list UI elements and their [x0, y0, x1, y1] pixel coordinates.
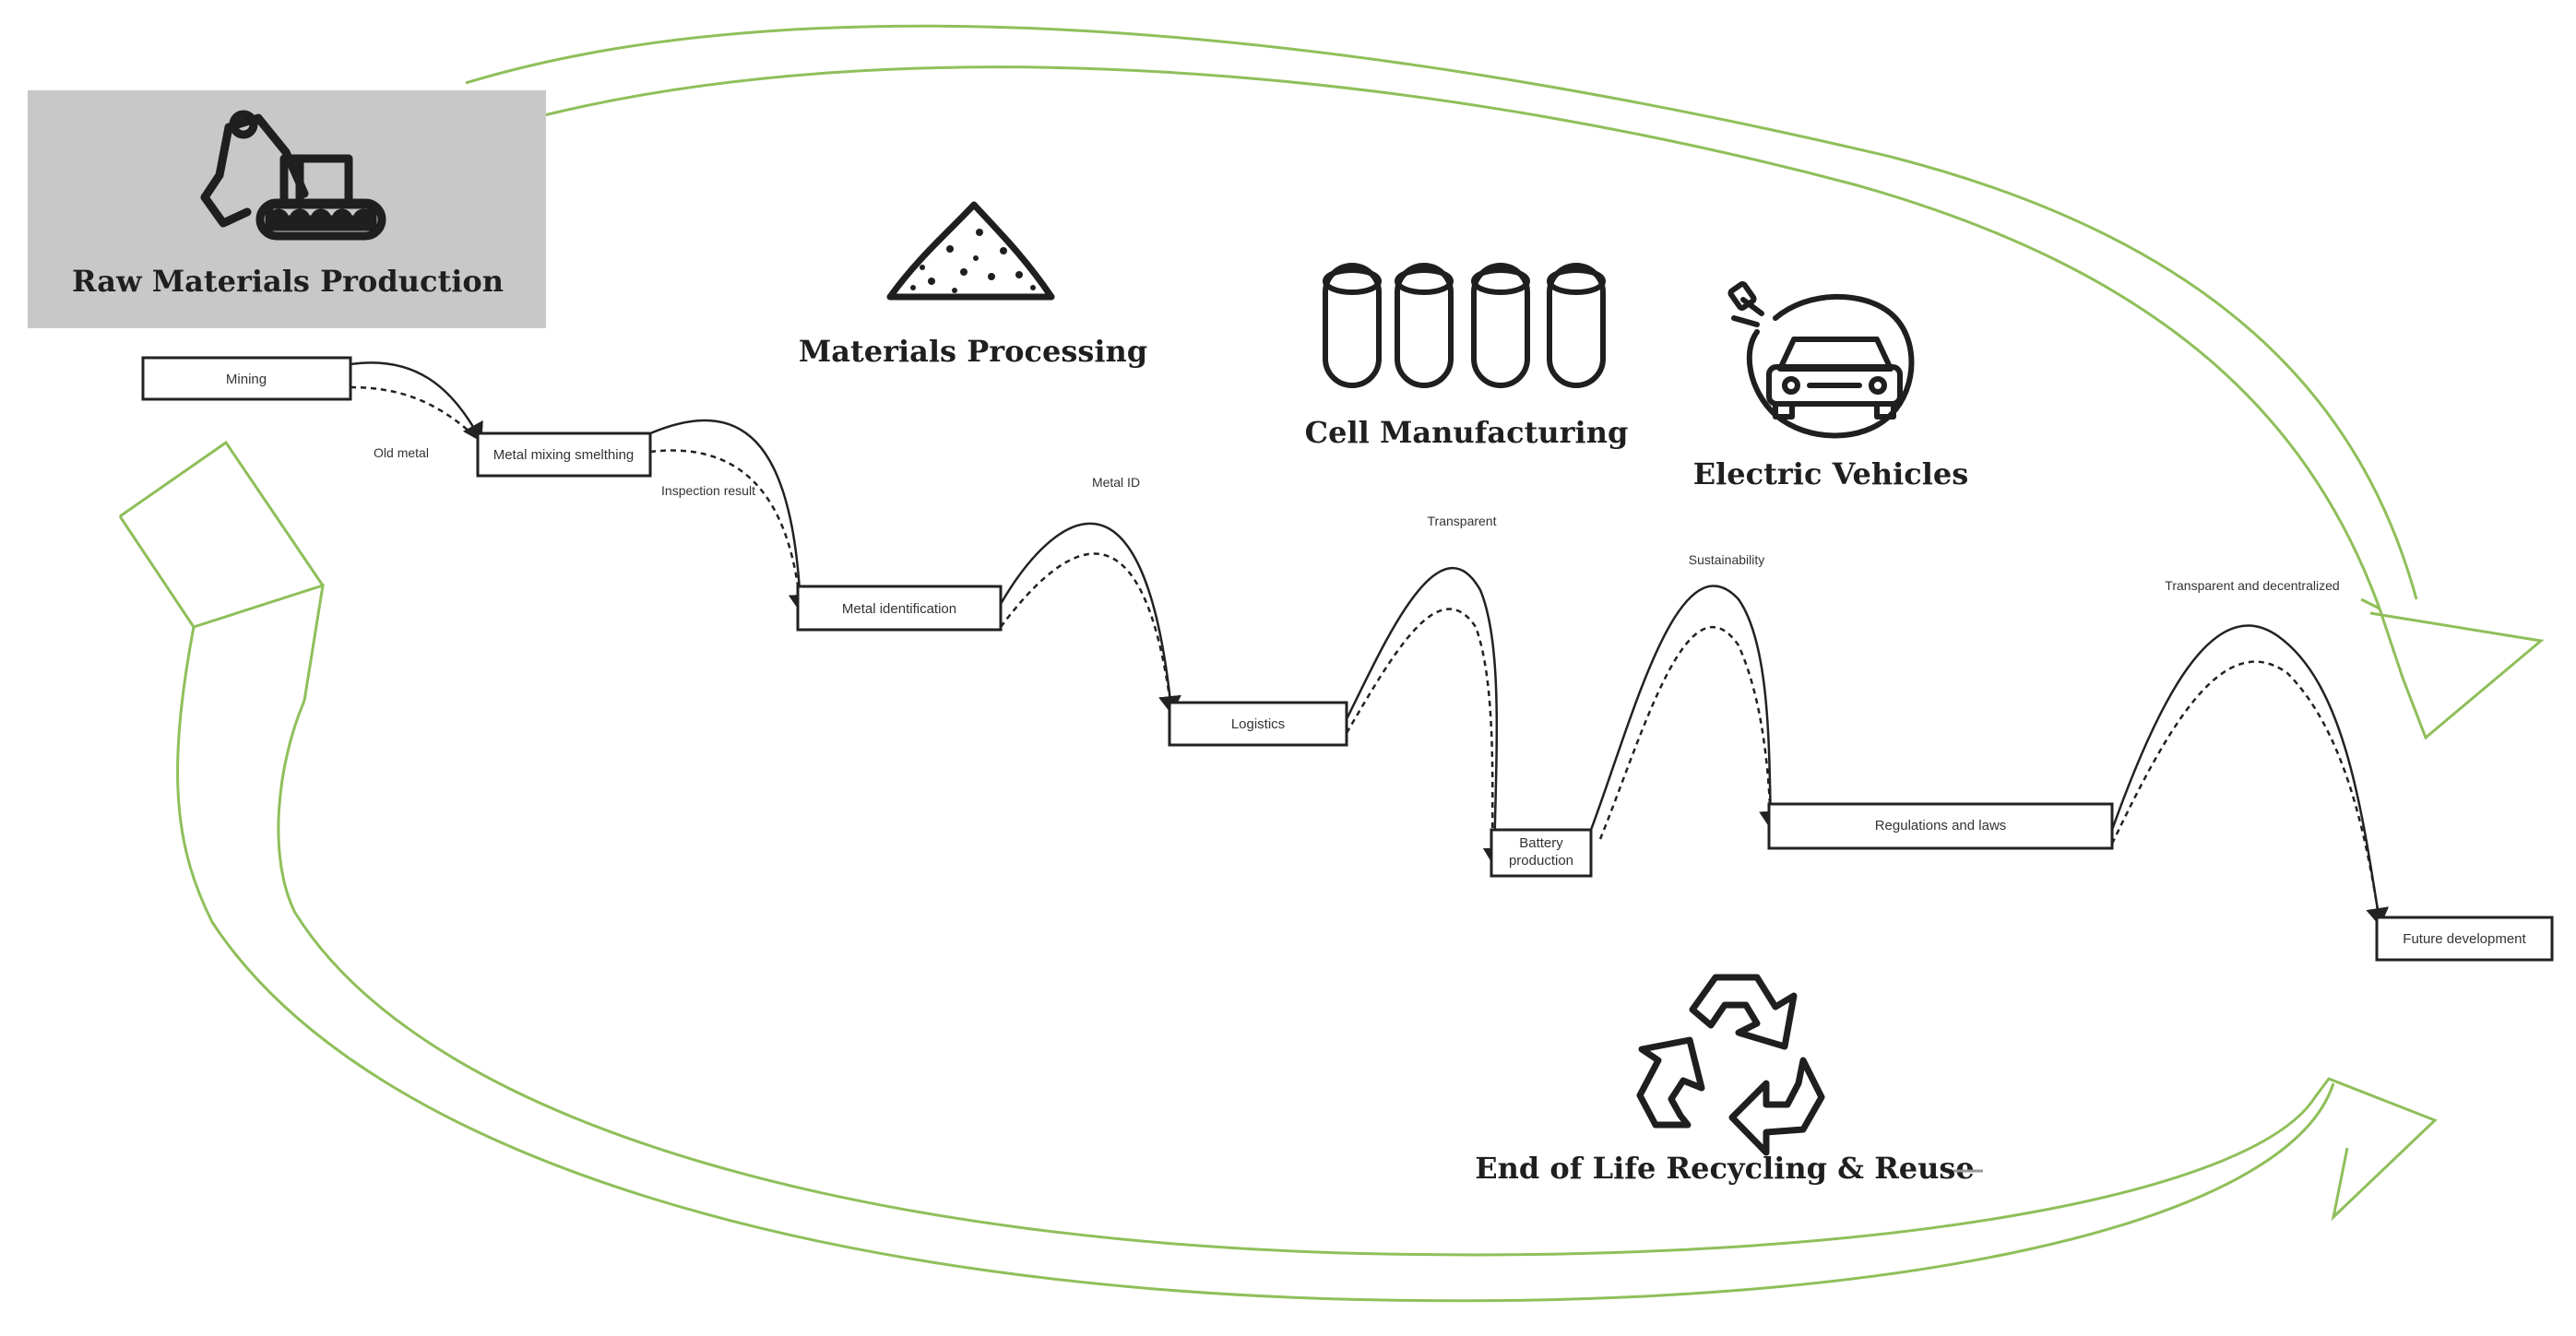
connector-identification-to-logistics — [999, 522, 1181, 715]
ev-car-icon — [1727, 281, 1915, 439]
process-connectors — [350, 361, 2390, 927]
edge-label-transparent-decentralized: Transparent and decentralized — [2165, 578, 2339, 593]
electric-vehicles-title: Electric Vehicles — [1693, 456, 1969, 491]
battery-production-label-1: Battery — [1519, 835, 1563, 851]
raw-materials-panel — [28, 90, 546, 328]
connector-battery-to-regulations — [1589, 585, 1783, 831]
edge-label-transparent: Transparent — [1428, 514, 1497, 528]
future-development-label: Future development — [2403, 931, 2526, 947]
materials-processing-title: Materials Processing — [799, 334, 1147, 369]
raw-materials-title: Raw Materials Production — [72, 264, 504, 299]
process-box-battery-production: Battery production — [1490, 828, 1593, 878]
process-box-logistics: Logistics — [1168, 701, 1348, 747]
edge-label-sustainability: Sustainability — [1689, 552, 1765, 567]
stage-electric-vehicles: Electric Vehicles — [1693, 281, 1969, 491]
battery-cells-icon — [1323, 263, 1606, 388]
excavator-icon — [200, 110, 386, 241]
connector-mixing-to-identification — [649, 419, 812, 613]
process-box-metal-identification: Metal identification — [796, 585, 1003, 632]
metal-mixing-label: Metal mixing smelthing — [493, 447, 635, 463]
cycle-arrow-bottom — [118, 440, 2438, 1303]
metal-identification-label: Metal identification — [842, 601, 956, 617]
connector-mining-to-mixing — [350, 361, 483, 443]
connector-logistics-to-battery — [1345, 566, 1506, 867]
stage-materials-processing: Materials Processing — [799, 201, 1147, 369]
process-box-regulations: Regulations and laws — [1767, 802, 2114, 850]
recycling-title: End of Life Recycling & Reuse — [1475, 1151, 1975, 1186]
process-box-metal-mixing: Metal mixing smelthing — [476, 432, 652, 478]
stage-recycling: End of Life Recycling & Reuse — [1475, 974, 1983, 1186]
sand-pile-icon — [886, 201, 1055, 301]
logistics-label: Logistics — [1231, 716, 1285, 732]
cell-manufacturing-title: Cell Manufacturing — [1305, 415, 1629, 450]
battery-production-label-2: production — [1509, 853, 1573, 869]
stage-cell-manufacturing: Cell Manufacturing — [1305, 263, 1629, 450]
recycle-icon — [1636, 974, 1825, 1156]
edge-label-inspection-result: Inspection result — [661, 483, 755, 498]
edge-label-metal-id: Metal ID — [1092, 475, 1140, 490]
regulations-label: Regulations and laws — [1875, 818, 2007, 834]
process-box-mining: Mining — [141, 356, 352, 401]
mining-label: Mining — [226, 372, 267, 387]
cycle-arrow-top — [465, 24, 2545, 740]
process-box-future-development: Future development — [2375, 916, 2554, 962]
stage-raw-materials: Raw Materials Production — [28, 90, 546, 328]
edge-label-old-metal: Old metal — [374, 445, 429, 460]
connector-regulations-to-future — [2110, 624, 2390, 927]
